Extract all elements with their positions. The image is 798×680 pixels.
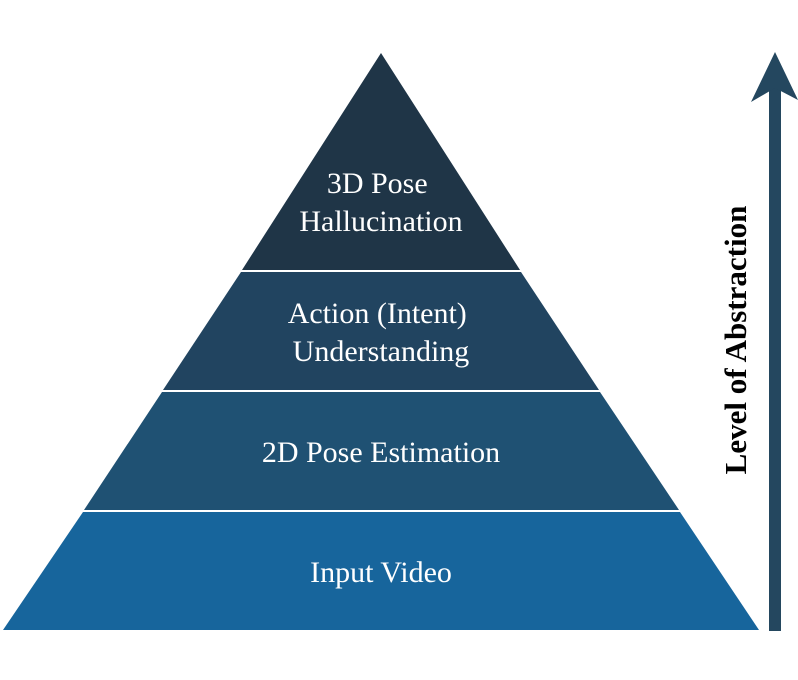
tier-shape-2d-pose-estimation	[84, 392, 679, 510]
tier-label-input-video: Input Video	[310, 556, 452, 589]
tier-shape-3d-pose-hallucination	[242, 53, 520, 270]
tier-label-3d-pose-hallucination: 3D Pose Hallucination	[299, 167, 462, 238]
abstraction-arrow-shaft	[769, 88, 781, 631]
tier-label-action-understanding: Action (Intent) Understanding	[288, 297, 475, 368]
tier-label-line: Action (Intent)	[288, 297, 467, 330]
axis-label-level-of-abstraction: Level of Abstraction	[718, 206, 753, 475]
tier-shape-action-understanding	[163, 272, 599, 390]
tier-label-line: Hallucination	[299, 205, 462, 238]
tier-label-line: 3D Pose	[327, 167, 428, 200]
tier-label-line: Understanding	[293, 335, 470, 368]
tier-label-line: 2D Pose Estimation	[262, 436, 500, 469]
tier-label-line: Input Video	[310, 556, 452, 589]
tier-label-2d-pose-estimation: 2D Pose Estimation	[262, 436, 500, 469]
abstraction-arrow-head-icon	[751, 52, 798, 102]
tier-shape-input-video	[3, 512, 759, 630]
